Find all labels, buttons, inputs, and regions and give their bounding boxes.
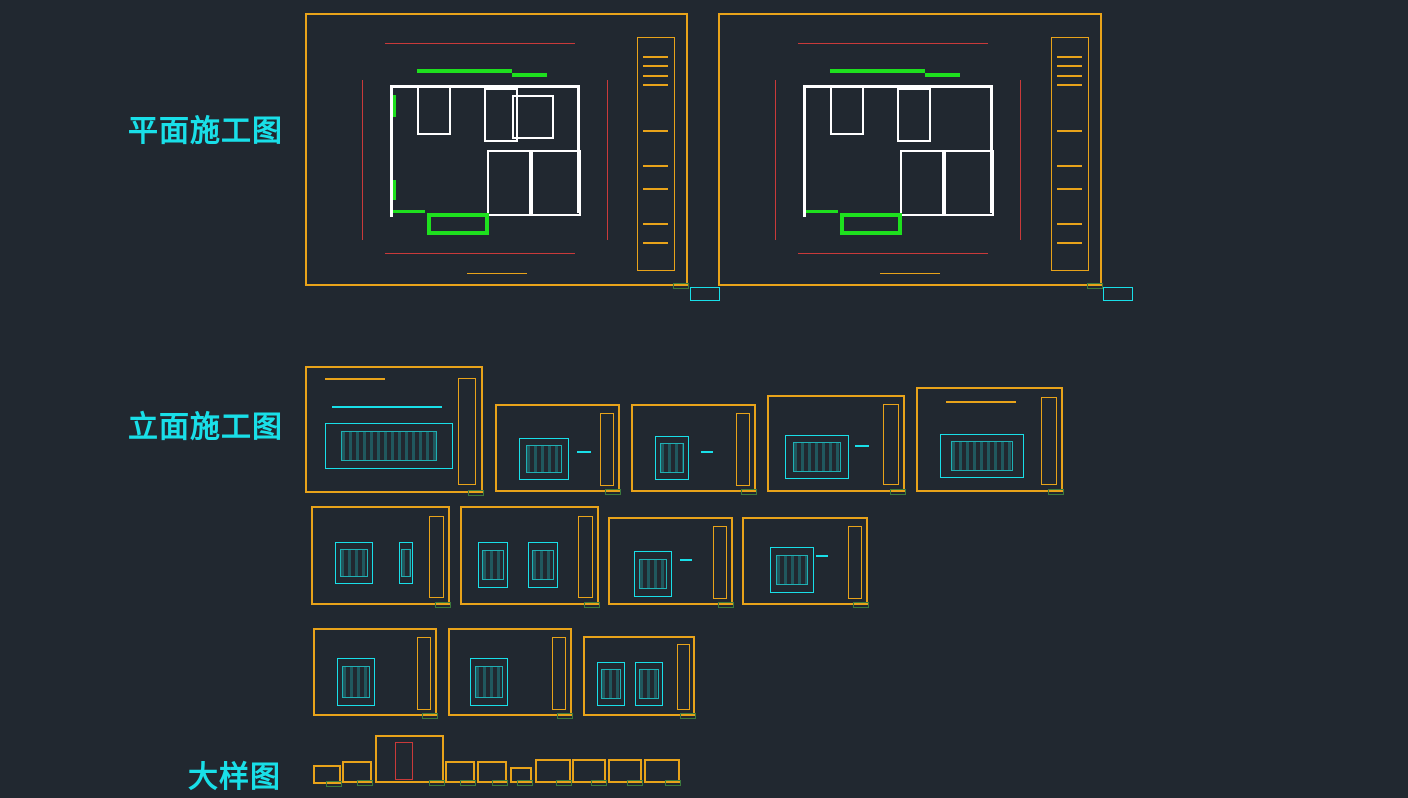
title-block xyxy=(552,636,567,710)
section-label-elevations: 立面施工图 xyxy=(128,410,283,445)
elevation-sheet-11[interactable] xyxy=(448,628,573,719)
section-label-details: 大样图 xyxy=(188,760,281,795)
section-label-floor-plans: 平面施工图 xyxy=(128,114,283,149)
elevation-sheet-4[interactable] xyxy=(767,395,906,495)
floor-plan-sheet-1[interactable] xyxy=(305,13,689,289)
elevation-sheet-1[interactable] xyxy=(305,366,484,496)
title-block xyxy=(577,515,593,599)
title-block xyxy=(1050,36,1089,271)
elevation-drawing xyxy=(478,542,508,588)
elevation-drawing xyxy=(337,658,375,706)
elevation-drawing xyxy=(635,662,663,706)
detail-sheet-5[interactable] xyxy=(477,761,508,786)
elevation-sheet-2[interactable] xyxy=(495,404,621,495)
title-block xyxy=(1040,397,1057,485)
title-block xyxy=(428,515,444,599)
elevation-drawing xyxy=(770,547,814,593)
detail-sheet-6[interactable] xyxy=(510,767,533,786)
floor-plan-sheet-2[interactable] xyxy=(718,13,1103,289)
elevation-drawing xyxy=(785,435,849,479)
detail-sheet-10[interactable] xyxy=(644,759,681,786)
title-block xyxy=(417,636,432,710)
elevation-sheet-12[interactable] xyxy=(583,636,696,719)
detail-sheet-4[interactable] xyxy=(445,761,476,786)
elevation-sheet-3[interactable] xyxy=(631,404,757,495)
elevation-sheet-8[interactable] xyxy=(608,517,734,608)
elevation-drawing xyxy=(519,438,569,480)
title-block xyxy=(882,404,899,486)
title-block xyxy=(600,412,615,486)
elevation-drawing xyxy=(399,542,413,584)
layout-viewport-tab[interactable] xyxy=(1103,287,1133,301)
detail-sheet-1[interactable] xyxy=(313,765,342,787)
detail-sheet-9[interactable] xyxy=(608,759,643,786)
detail-sheet-2[interactable] xyxy=(342,761,373,786)
elevation-drawing xyxy=(597,662,625,706)
layout-viewport-tab[interactable] xyxy=(690,287,720,301)
elevation-drawing xyxy=(528,542,558,588)
detail-sheet-8[interactable] xyxy=(572,759,607,786)
elevation-drawing xyxy=(655,436,689,480)
title-block xyxy=(636,36,675,271)
title-block xyxy=(848,525,863,599)
elevation-sheet-9[interactable] xyxy=(742,517,869,608)
elevation-drawing xyxy=(470,658,508,706)
title-block xyxy=(736,412,751,486)
detail-sheet-7[interactable] xyxy=(535,759,572,786)
elevation-sheet-6[interactable] xyxy=(311,506,451,608)
elevation-sheet-5[interactable] xyxy=(916,387,1064,495)
title-block xyxy=(457,377,476,485)
detail-drawing xyxy=(395,742,413,780)
title-block xyxy=(676,644,690,711)
elevation-drawing xyxy=(335,542,373,584)
detail-sheet-3[interactable] xyxy=(375,735,445,786)
title-block xyxy=(713,525,728,599)
elevation-drawing xyxy=(325,423,453,469)
elevation-sheet-10[interactable] xyxy=(313,628,438,719)
elevation-drawing xyxy=(940,434,1024,478)
elevation-sheet-7[interactable] xyxy=(460,506,600,608)
elevation-drawing xyxy=(634,551,672,597)
